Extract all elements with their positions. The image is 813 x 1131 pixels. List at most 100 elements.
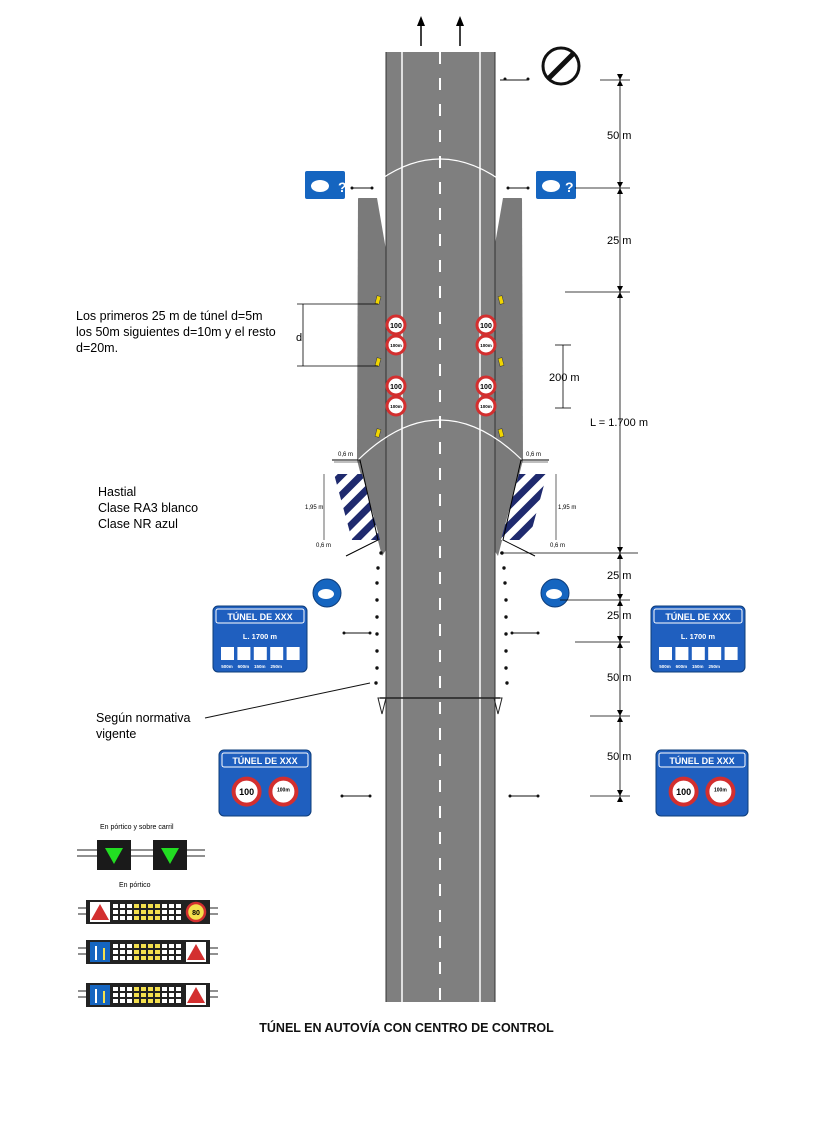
- panel-title-frame: [221, 752, 309, 768]
- delineator-post: [374, 681, 378, 685]
- vms-cell: [141, 904, 146, 908]
- hastial-note: Hastial Clase RA3 blanco Clase NR azul: [98, 485, 199, 531]
- lane-control-signals: [77, 840, 205, 870]
- dim-06-left-top: 0,6 m: [338, 452, 354, 458]
- panel-pictogram: [221, 647, 234, 660]
- vms-board: [78, 983, 218, 1007]
- vms-cell: [155, 904, 160, 908]
- post-dot: [536, 794, 540, 798]
- panel-pictogram: [286, 647, 300, 660]
- spacing-note: Los primeros 25 m de túnel d=5m los 50m …: [76, 309, 276, 355]
- speed-limit-value: 100: [390, 384, 402, 391]
- vms-cell: [162, 904, 167, 908]
- vms-cell: [148, 956, 153, 960]
- dimension-arrow: [617, 790, 623, 796]
- vms-cell: [113, 904, 118, 908]
- vms-cell: [141, 956, 146, 960]
- vms-cell: [120, 987, 125, 991]
- distance-sign-circle: [385, 395, 407, 417]
- dimension-arrow: [617, 182, 623, 188]
- dim-25m-top: 25 m: [607, 235, 632, 247]
- vms-cell: [169, 910, 174, 914]
- vms-cell: [148, 944, 153, 948]
- vms-cell: [176, 910, 181, 914]
- panel-distance-value: 100m: [277, 788, 290, 794]
- vms-cell: [113, 999, 118, 1003]
- panel-speed-circle: [668, 776, 699, 807]
- vms-cell: [162, 987, 167, 991]
- vms-cell: [155, 993, 160, 997]
- panel-distance: 150m: [692, 664, 704, 669]
- vms-cell: [113, 987, 118, 991]
- dimension-arrow: [617, 553, 623, 559]
- vms-cell: [155, 956, 160, 960]
- direction-arrows: [417, 16, 464, 46]
- vms-cell: [169, 993, 174, 997]
- vms-cell: [134, 956, 139, 960]
- svg-text:?: ?: [565, 179, 574, 195]
- vms-cell: [155, 916, 160, 920]
- speed-limit-value: 100: [390, 323, 402, 330]
- vms-cell: [134, 999, 139, 1003]
- post-dot: [508, 794, 512, 798]
- panel-speed-circle: [231, 776, 262, 807]
- vms-cell: [176, 993, 181, 997]
- panel-distance: 250m: [708, 664, 720, 669]
- delineator-post: [375, 666, 379, 670]
- dim-06-left-bottom: 0,6 m: [316, 543, 332, 549]
- dim-06-right-top: 0,6 m: [526, 452, 542, 458]
- dimension-arrow: [617, 716, 623, 722]
- vms-cell: [120, 956, 125, 960]
- vms-cell: [120, 950, 125, 954]
- road: [385, 52, 496, 1002]
- panel-title-frame: [653, 608, 743, 624]
- vms-cell: [120, 999, 125, 1003]
- tunnel-arches: [357, 158, 523, 461]
- vms-board: 80: [78, 900, 218, 924]
- delineator-post: [375, 581, 379, 585]
- dim-25m-a: 25 m: [607, 570, 632, 582]
- vms-cell: [120, 993, 125, 997]
- vms-cell: [134, 944, 139, 948]
- panel-title-frame: [658, 752, 746, 768]
- dimension-lines: [500, 78, 638, 797]
- vms-cell: [120, 916, 125, 920]
- panel-distance-value: 100m: [714, 788, 727, 794]
- vms-cell: [176, 904, 181, 908]
- vms-cell: [134, 910, 139, 914]
- vms-cell: [176, 944, 181, 948]
- vms-cell: [127, 993, 132, 997]
- dimension-arrow: [617, 642, 623, 648]
- distance-sign-circle: [475, 334, 497, 356]
- vms-cell: [134, 916, 139, 920]
- distance-sign-value: 100m: [390, 404, 402, 409]
- panel-length: L. 1700 m: [681, 632, 716, 641]
- panel-distance-circle: [705, 776, 736, 807]
- info-sign-right: ?: [506, 171, 576, 199]
- vms-label-portico-carril: En pórtico y sobre carril: [100, 824, 174, 831]
- dimension-arrow: [617, 286, 623, 292]
- dim-06-right-bottom: 0,6 m: [550, 543, 566, 549]
- vms-cell: [127, 956, 132, 960]
- delineator-post: [379, 551, 383, 555]
- panel-pictogram: [708, 647, 722, 660]
- panel-pictogram: [659, 647, 672, 660]
- dim-50m-a: 50 m: [607, 672, 632, 684]
- vms-cell: [127, 987, 132, 991]
- panel-pictogram: [253, 647, 267, 660]
- dimension-arrow: [617, 594, 623, 600]
- vms-cell: [169, 956, 174, 960]
- vms-cell: [148, 987, 153, 991]
- vms-cell: [120, 910, 125, 914]
- dim-50m-top: 50 m: [607, 130, 632, 142]
- delineator-post: [376, 566, 380, 570]
- svg-text:?: ?: [338, 179, 347, 195]
- panel-title: TÚNEL DE XXX: [232, 755, 297, 766]
- panel-distance: 600m: [238, 664, 250, 669]
- normativa-note: Según normativa vigente: [96, 711, 191, 741]
- speed-limit-circle: [385, 375, 407, 397]
- vms-cell: [169, 950, 174, 954]
- dimension-arrow: [617, 292, 623, 298]
